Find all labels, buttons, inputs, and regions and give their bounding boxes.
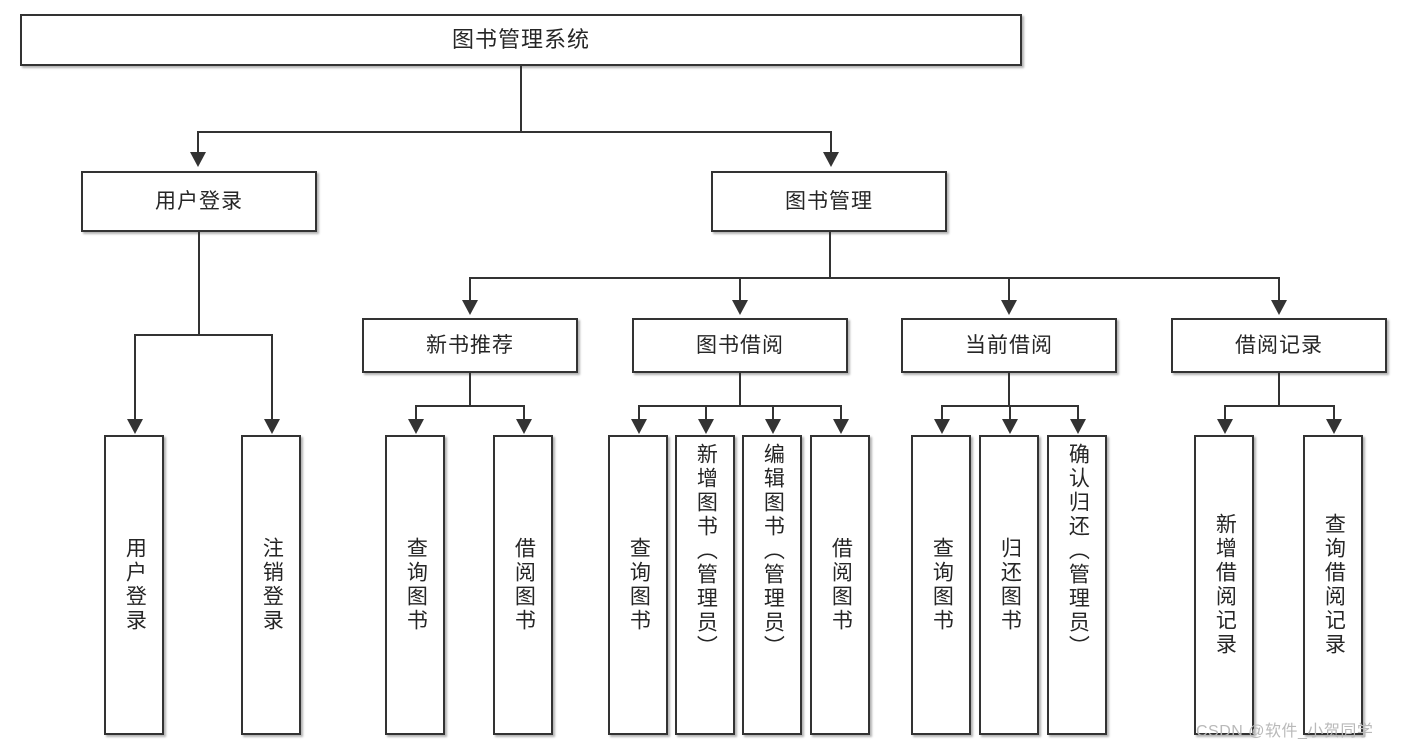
connector-br-leaf2 — [1333, 405, 1335, 421]
leaf-label: 归还图书 — [998, 537, 1022, 633]
node-label: 图书借阅 — [696, 333, 784, 357]
connector-current-borrow-stem — [1008, 373, 1010, 406]
connector-to-book-borrow — [739, 277, 741, 301]
leaf-add-borrow-record[interactable]: 新增借阅记录 — [1194, 435, 1254, 735]
leaf-label: 确认归还（管理员） — [1066, 443, 1090, 659]
connector-book-management-stem — [829, 232, 831, 278]
leaf-user-login[interactable]: 用户登录 — [104, 435, 164, 735]
connector-new-book-stem — [469, 373, 471, 406]
connector-bb-leaf4 — [840, 405, 842, 421]
leaf-label: 查询借阅记录 — [1322, 513, 1346, 657]
node-book-borrow[interactable]: 图书借阅 — [632, 318, 848, 373]
connector-br-leaf1 — [1224, 405, 1226, 421]
connector-level3-bus — [469, 277, 1280, 279]
leaf-return-book[interactable]: 归还图书 — [979, 435, 1039, 735]
node-label: 图书管理系统 — [451, 26, 590, 52]
arrowhead-cb-leaf1 — [934, 419, 950, 434]
leaf-edit-book-admin[interactable]: 编辑图书（管理员） — [742, 435, 802, 735]
leaf-label: 用户登录 — [123, 537, 147, 633]
node-label: 借阅记录 — [1235, 333, 1323, 357]
leaf-query-book-recommend[interactable]: 查询图书 — [385, 435, 445, 735]
leaf-label: 编辑图书（管理员） — [761, 443, 785, 659]
connector-user-login-leaf2 — [271, 334, 273, 421]
leaf-query-book-borrow[interactable]: 查询图书 — [608, 435, 668, 735]
leaf-query-borrow-record[interactable]: 查询借阅记录 — [1303, 435, 1363, 735]
connector-to-new-book — [469, 277, 471, 301]
connector-user-login-leaf1 — [134, 334, 136, 421]
connector-cb-leaf1 — [941, 405, 943, 421]
connector-root-stem — [520, 66, 522, 132]
leaf-label: 借阅图书 — [829, 537, 853, 633]
connector-root-to-book-management — [830, 131, 832, 153]
connector-bb-leaf1 — [638, 405, 640, 421]
arrowhead-br-leaf2 — [1326, 419, 1342, 434]
node-book-management-system[interactable]: 图书管理系统 — [20, 14, 1022, 66]
leaf-label: 查询图书 — [627, 537, 651, 633]
arrowhead-nb-leaf2 — [516, 419, 532, 434]
arrowhead-cb-leaf3 — [1070, 419, 1086, 434]
node-label: 用户登录 — [155, 189, 243, 213]
arrowhead-cb-leaf2 — [1002, 419, 1018, 434]
connector-borrow-record-stem — [1278, 373, 1280, 406]
leaf-add-book-admin[interactable]: 新增图书（管理员） — [675, 435, 735, 735]
connector-user-login-stem — [198, 232, 200, 335]
arrowhead-nb-leaf1 — [408, 419, 424, 434]
connector-borrow-record-bus — [1224, 405, 1334, 407]
arrowhead-current-borrow — [1001, 300, 1017, 315]
node-new-book-recommend[interactable]: 新书推荐 — [362, 318, 578, 373]
connector-root-bus — [197, 131, 832, 133]
watermark-text: CSDN @软件_小贺同学 — [1196, 723, 1374, 740]
leaf-label: 借阅图书 — [512, 537, 536, 633]
connector-root-to-user-login — [197, 131, 199, 153]
leaf-label: 查询图书 — [404, 537, 428, 633]
connector-to-borrow-record — [1278, 277, 1280, 301]
node-label: 当前借阅 — [965, 333, 1053, 357]
arrowhead-bb-leaf4 — [833, 419, 849, 434]
leaf-label: 新增图书（管理员） — [694, 443, 718, 659]
arrowhead-bb-leaf3 — [765, 419, 781, 434]
connector-new-book-leaf1 — [415, 405, 417, 421]
arrowhead-book-management — [823, 152, 839, 167]
connector-cb-leaf3 — [1077, 405, 1079, 421]
arrowhead-leaf-user-login — [127, 419, 143, 434]
leaf-borrow-book-recommend[interactable]: 借阅图书 — [493, 435, 553, 735]
node-book-management[interactable]: 图书管理 — [711, 171, 947, 232]
connector-bb-leaf3 — [772, 405, 774, 421]
connector-new-book-leaf2 — [523, 405, 525, 421]
node-user-login[interactable]: 用户登录 — [81, 171, 317, 232]
connector-new-book-bus — [415, 405, 524, 407]
node-borrow-record[interactable]: 借阅记录 — [1171, 318, 1387, 373]
leaf-query-book-current[interactable]: 查询图书 — [911, 435, 971, 735]
leaf-label: 新增借阅记录 — [1213, 513, 1237, 657]
leaf-logout[interactable]: 注销登录 — [241, 435, 301, 735]
node-label: 图书管理 — [785, 189, 873, 213]
leaf-label: 注销登录 — [260, 537, 284, 633]
arrowhead-new-book-recommend — [462, 300, 478, 315]
arrowhead-br-leaf1 — [1217, 419, 1233, 434]
node-current-borrow[interactable]: 当前借阅 — [901, 318, 1117, 373]
connector-cb-leaf2 — [1009, 405, 1011, 421]
connector-bb-leaf2 — [705, 405, 707, 421]
leaf-confirm-return-admin[interactable]: 确认归还（管理员） — [1047, 435, 1107, 735]
leaf-borrow-book[interactable]: 借阅图书 — [810, 435, 870, 735]
arrowhead-borrow-record — [1271, 300, 1287, 315]
arrowhead-user-login — [190, 152, 206, 167]
connector-user-login-bus — [134, 334, 273, 336]
leaf-label: 查询图书 — [930, 537, 954, 633]
node-label: 新书推荐 — [426, 333, 514, 357]
connector-book-borrow-bus — [638, 405, 842, 407]
arrowhead-leaf-logout — [264, 419, 280, 434]
arrowhead-bb-leaf1 — [631, 419, 647, 434]
connector-book-borrow-stem — [739, 373, 741, 406]
arrowhead-bb-leaf2 — [698, 419, 714, 434]
arrowhead-book-borrow — [732, 300, 748, 315]
connector-to-current-borrow — [1008, 277, 1010, 301]
